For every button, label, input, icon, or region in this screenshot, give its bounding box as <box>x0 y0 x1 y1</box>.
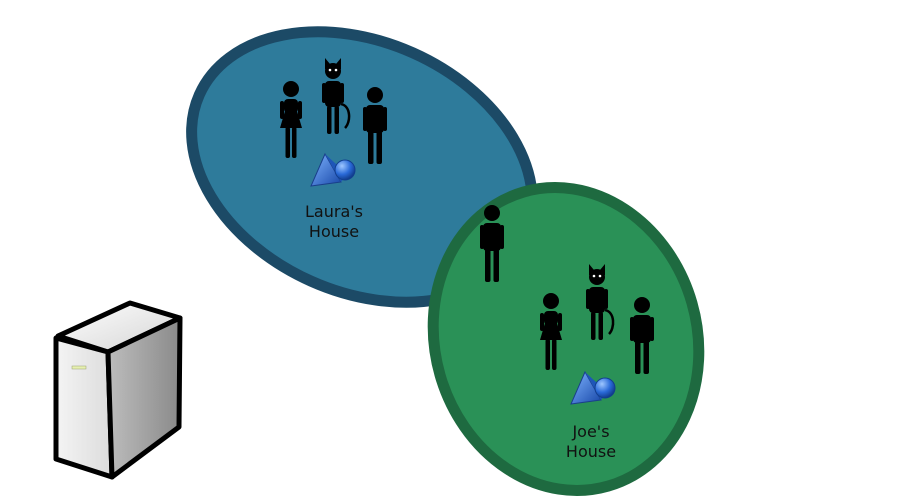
joe-house-label-line2: House <box>566 442 616 461</box>
joe-house-group: Joe's House <box>398 156 734 503</box>
joe-house-label-line1: Joe's <box>571 422 609 441</box>
joe-house-zone[interactable] <box>398 156 734 503</box>
laura-house-label-line1: Laura's <box>305 202 363 221</box>
server-icon[interactable] <box>53 300 183 480</box>
laura-house-label-line2: House <box>309 222 359 241</box>
